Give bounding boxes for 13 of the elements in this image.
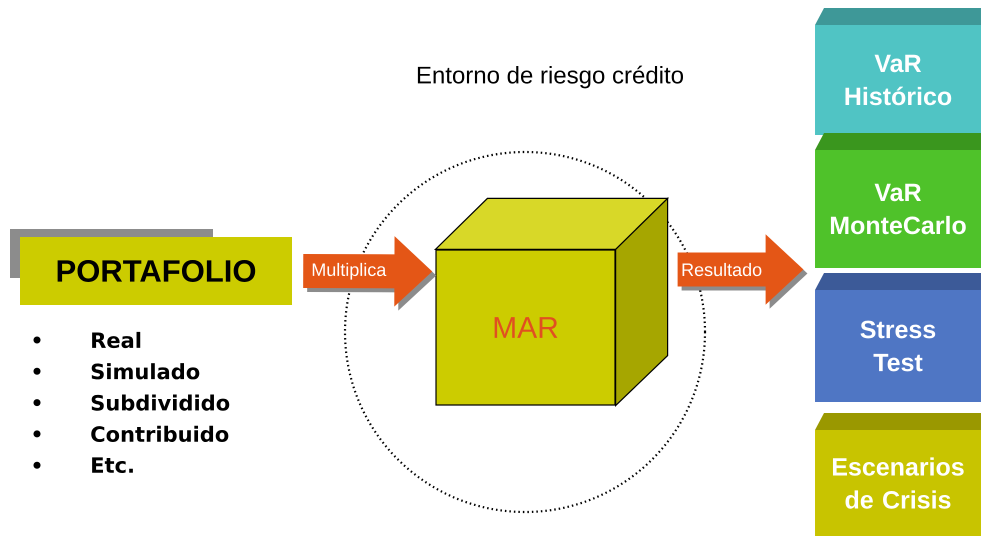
edge-label: Multiplica: [312, 262, 386, 280]
list-item: Subdividido: [92, 394, 230, 411]
edge-label: Resultado: [682, 262, 762, 276]
list-item: Etc.: [92, 457, 133, 473]
node-label: Entorno de riesgo crédito: [418, 66, 684, 88]
list-item: Simulado: [92, 363, 200, 380]
result-box: VaR MonteCarlo: [815, 133, 981, 268]
list-item: Real: [92, 332, 140, 348]
list-item: Contribuido: [91, 426, 228, 442]
portfolio-box: PORTAFOLIO: [10, 229, 292, 305]
result-box: Escenarios de Crisis: [815, 413, 981, 536]
result-box: VaR Histórico: [815, 8, 981, 135]
result-box: Stress Test: [815, 273, 981, 402]
